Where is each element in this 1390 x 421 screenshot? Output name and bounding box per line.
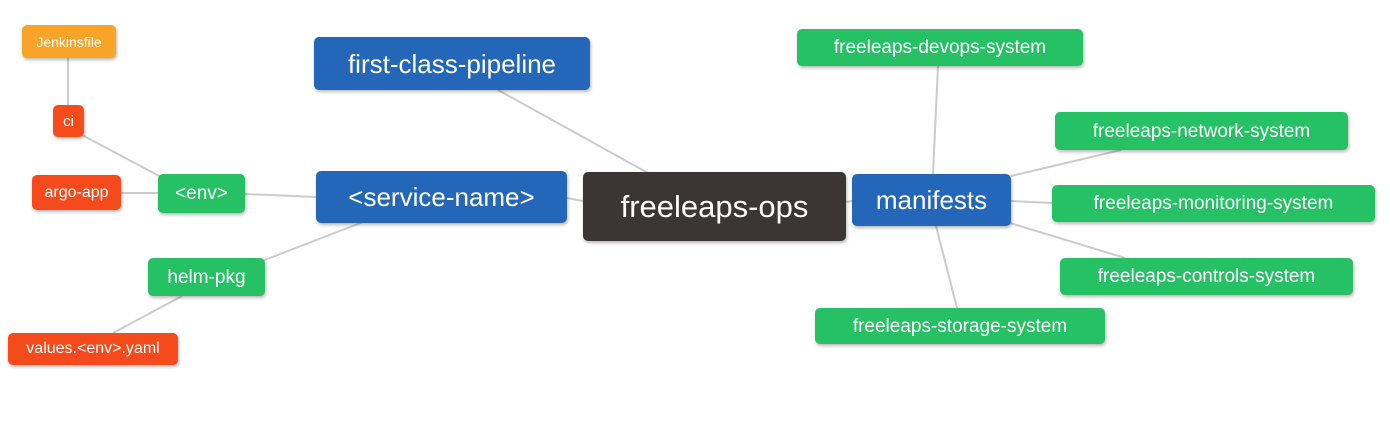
- edge-values-env-yaml-to-helm-pkg: [112, 295, 183, 334]
- edge-manifests-to-freeleaps-devops-system: [932, 65, 939, 175]
- node-label: manifests: [875, 185, 988, 215]
- edge-manifests-to-freeleaps-monitoring-system: [1010, 200, 1053, 204]
- node-env[interactable]: <env>: [158, 174, 245, 213]
- node-freeleaps-ops[interactable]: freeleaps-ops: [583, 172, 846, 241]
- edge-service-name-to-freeleaps-ops: [566, 197, 584, 202]
- node-argo-app[interactable]: argo-app: [32, 175, 121, 210]
- node-label: <env>: [175, 183, 228, 204]
- node-label: freeleaps-monitoring-system: [1093, 193, 1334, 214]
- edge-manifests-to-freeleaps-controls-system: [1009, 222, 1126, 259]
- node-label: values.<env>.yaml: [26, 340, 160, 357]
- node-first-class-pipeline[interactable]: first-class-pipeline: [314, 37, 590, 90]
- node-manifests[interactable]: manifests: [852, 174, 1011, 226]
- node-label: <service-name>: [348, 182, 535, 212]
- edge-ci-to-env: [81, 134, 164, 179]
- edge-manifests-to-freeleaps-network-system: [1010, 149, 1122, 177]
- node-label: freeleaps-controls-system: [1097, 266, 1316, 287]
- node-values-env-yaml[interactable]: values.<env>.yaml: [8, 333, 178, 365]
- node-label: argo-app: [44, 183, 109, 201]
- node-label: Jenkinsfile: [36, 33, 102, 50]
- node-freeleaps-devops-system[interactable]: freeleaps-devops-system: [797, 29, 1083, 66]
- node-label: freeleaps-devops-system: [833, 37, 1047, 58]
- node-ci[interactable]: ci: [53, 105, 84, 137]
- node-label: freeleaps-ops: [620, 189, 809, 224]
- node-helm-pkg[interactable]: helm-pkg: [148, 258, 265, 296]
- node-freeleaps-monitoring-system[interactable]: freeleaps-monitoring-system: [1052, 185, 1375, 222]
- node-freeleaps-storage-system[interactable]: freeleaps-storage-system: [815, 308, 1105, 344]
- edge-manifests-to-freeleaps-storage-system: [935, 225, 958, 309]
- edge-freeleaps-ops-to-manifests: [845, 200, 853, 203]
- node-label: first-class-pipeline: [347, 48, 557, 79]
- node-freeleaps-network-system[interactable]: freeleaps-network-system: [1055, 112, 1348, 150]
- node-service-name[interactable]: <service-name>: [316, 171, 567, 223]
- node-label: freeleaps-network-system: [1092, 120, 1311, 142]
- node-jenkinsfile[interactable]: Jenkinsfile: [22, 25, 116, 58]
- node-label: helm-pkg: [167, 266, 246, 288]
- edge-env-to-service-name: [244, 193, 317, 198]
- node-freeleaps-controls-system[interactable]: freeleaps-controls-system: [1060, 258, 1353, 295]
- edge-helm-pkg-to-service-name: [261, 221, 364, 262]
- node-label: ci: [63, 112, 74, 130]
- edge-first-class-pipeline-to-freeleaps-ops: [497, 89, 649, 174]
- node-label: freeleaps-storage-system: [852, 315, 1068, 337]
